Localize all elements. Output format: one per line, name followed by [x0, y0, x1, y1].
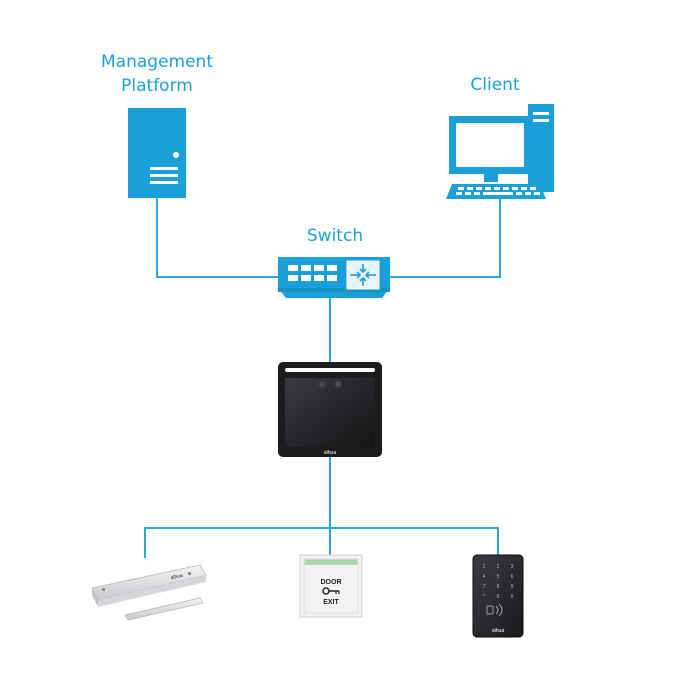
client-label: Client: [470, 75, 520, 95]
keypad-key: 4: [483, 574, 486, 580]
switch-icon: [278, 257, 390, 298]
switch-label: Switch: [306, 226, 364, 246]
keypad-key: 8: [497, 584, 500, 590]
keypad-key: 1: [483, 564, 486, 570]
rfid-icon: [486, 603, 503, 617]
magnetic-lock-brand: alhua: [170, 573, 183, 581]
management-platform-label-line1: Management: [101, 52, 213, 72]
keypad-key: 9: [511, 584, 514, 590]
line-platform-to-switch: [156, 197, 278, 278]
card-reader-icon: 1 2 3 4 5 6 7 8 9 * 0 # alhua: [472, 554, 524, 638]
keypad-key: 2: [497, 564, 500, 570]
exit-button-text-exit: EXIT: [323, 599, 339, 606]
keypad-key: 7: [483, 584, 486, 590]
keypad-key: #: [511, 594, 514, 600]
line-bus: [144, 527, 499, 558]
management-platform-label-line2: Platform: [121, 76, 193, 96]
connection-lines: [144, 197, 501, 558]
exit-button-icon: DOOR EXIT: [299, 554, 363, 618]
magnetic-lock-icon: alhua: [91, 564, 207, 621]
exit-button-text-door: DOOR: [321, 579, 342, 586]
face-terminal-brand: alhua: [324, 450, 336, 456]
keypad: 1 2 3 4 5 6 7 8 9 * 0 #: [483, 564, 514, 600]
line-client-to-switch: [390, 197, 501, 278]
computer-icon: [446, 104, 554, 199]
server-icon: [128, 108, 186, 198]
keypad-key: 5: [497, 574, 500, 580]
keypad-key: *: [483, 594, 485, 600]
card-reader-brand: alhua: [492, 628, 504, 634]
management-platform-label: Management Platform: [82, 50, 232, 98]
key-icon: [322, 587, 340, 595]
face-terminal-icon: alhua: [278, 362, 382, 457]
keypad-key: 3: [511, 564, 514, 570]
keypad-key: 6: [511, 574, 514, 580]
keypad-key: 0: [497, 594, 500, 600]
